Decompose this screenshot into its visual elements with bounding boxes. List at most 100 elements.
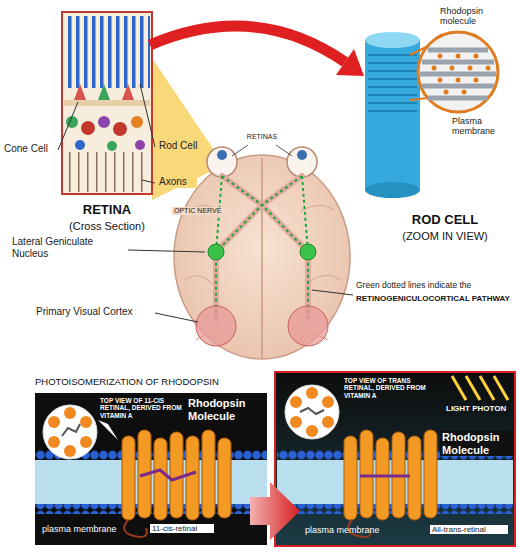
figure-title: RETINA [57, 203, 157, 218]
zoom-circle [486, 66, 491, 71]
transition-arrow [250, 482, 300, 540]
part-label: 11-cis-retinal [150, 524, 214, 533]
zoom-circle [420, 72, 496, 77]
zoom-circle [456, 78, 461, 83]
rod-cell-cylinder [365, 182, 420, 198]
rod-cell-cylinder [410, 98, 428, 100]
rod-cell-cylinder [365, 32, 420, 48]
brain-top-view [261, 158, 263, 358]
rhodopsin-panel-cis [35, 393, 267, 545]
brain-top-view [310, 275, 340, 282]
visual-pathway [216, 176, 308, 318]
rod-cell-cylinder [368, 78, 417, 80]
zoom-circle [438, 54, 443, 59]
rhodopsin-panel-cis [202, 430, 215, 518]
retina-section [81, 121, 95, 135]
rhodopsin-panel-cis [122, 430, 231, 520]
lateral-geniculate-nucleus [300, 244, 316, 260]
rhodopsin-panel-trans [466, 376, 480, 400]
figure-title: ROD CELL [385, 213, 505, 228]
rod-cell-cylinder [368, 54, 417, 56]
zoom-circle [432, 54, 491, 95]
rod-cell-cylinder [368, 62, 417, 64]
visual-cortex [288, 306, 328, 346]
rhodopsin-panel-cis [64, 407, 76, 419]
cell-label: Rod Cell [157, 140, 207, 152]
eye [297, 150, 307, 160]
retina-section [98, 84, 110, 100]
eye [287, 147, 317, 177]
zoom-circle [418, 32, 498, 112]
zoom-circle [444, 90, 449, 95]
zoom-circle [456, 54, 461, 59]
zoom-circle [422, 84, 494, 89]
retina-section [62, 12, 152, 194]
brain-top-view [185, 276, 212, 284]
rhodopsin-panel-cis [122, 436, 135, 520]
rhodopsin-panel-trans [306, 387, 318, 399]
rhodopsin-panel-cis [48, 416, 60, 428]
part-label: Rhodopsin Molecule [440, 431, 514, 456]
retina-section [135, 140, 145, 150]
eye [217, 150, 227, 160]
rhodopsin-panel-cis [48, 407, 92, 457]
retina-section [98, 116, 110, 128]
zoom-circle [438, 78, 443, 83]
part-label: Rhodopsin Molecule [188, 397, 266, 422]
rod-cell-cylinder [368, 110, 417, 112]
visual-cortex [196, 306, 328, 346]
rhodopsin-panel-trans [360, 475, 410, 478]
rhodopsin-panel-cis [140, 470, 196, 480]
leader-line [128, 250, 353, 322]
optic-nerve [216, 176, 302, 318]
zoom-arrow [150, 26, 364, 76]
zoom-circle [462, 90, 467, 95]
zoom-circle [474, 78, 479, 83]
figure-subtitle: (Cross Section) [52, 220, 162, 233]
part-label: Rhodopsin molecule [440, 6, 514, 27]
lateral-geniculate-nucleus [208, 244, 224, 260]
eye [207, 147, 237, 177]
rhodopsin-panel-trans [360, 430, 373, 518]
zoom-circle [428, 96, 488, 101]
retina-section [122, 84, 134, 100]
eye [207, 147, 317, 177]
zoom-circle [420, 50, 496, 98]
lateral-geniculate-nucleus [208, 244, 316, 260]
rhodopsin-panel-cis [48, 436, 60, 448]
section-heading: PHOTOISOMERIZATION OF RHODOPSIN [35, 377, 271, 388]
rhodopsin-panel-cis [154, 438, 167, 520]
leader-line [142, 180, 155, 183]
zoom-arrow [336, 49, 364, 76]
figure-subtitle: (ZOOM IN VIEW) [385, 230, 505, 243]
rhodopsin-panel-trans [275, 372, 515, 546]
brain-top-view [174, 155, 350, 359]
rod-cell-cylinder [368, 55, 417, 111]
brain-top-view [174, 155, 350, 359]
note-text: Green dotted lines indicate the [356, 281, 516, 291]
rhodopsin-panel-trans [290, 416, 302, 428]
retina-section [107, 141, 117, 151]
rhodopsin-panel-trans [424, 430, 437, 518]
part-label: OPTIC NERVE [172, 207, 230, 215]
retina-section [64, 14, 150, 94]
leader-line [140, 84, 155, 147]
leader-line [276, 145, 292, 156]
rod-cell-cylinder [368, 86, 417, 88]
visual-pathway [216, 176, 302, 318]
rhodopsin-panel-trans [452, 376, 508, 400]
cell-label: Axons [157, 176, 197, 188]
rhodopsin-panel-cis [170, 432, 183, 518]
rod-cell-cylinder [368, 94, 417, 96]
zoom-circle [474, 54, 479, 59]
retina-section [64, 152, 150, 192]
rhodopsin-panel-cis [62, 424, 80, 436]
rhodopsin-panel-cis [43, 405, 97, 459]
rhodopsin-panel-cis [80, 416, 92, 428]
leader-line [155, 313, 198, 322]
leader-line [232, 145, 292, 156]
leader-line [232, 145, 248, 156]
rhodopsin-panel-trans [376, 438, 389, 520]
retina-section [113, 122, 127, 136]
